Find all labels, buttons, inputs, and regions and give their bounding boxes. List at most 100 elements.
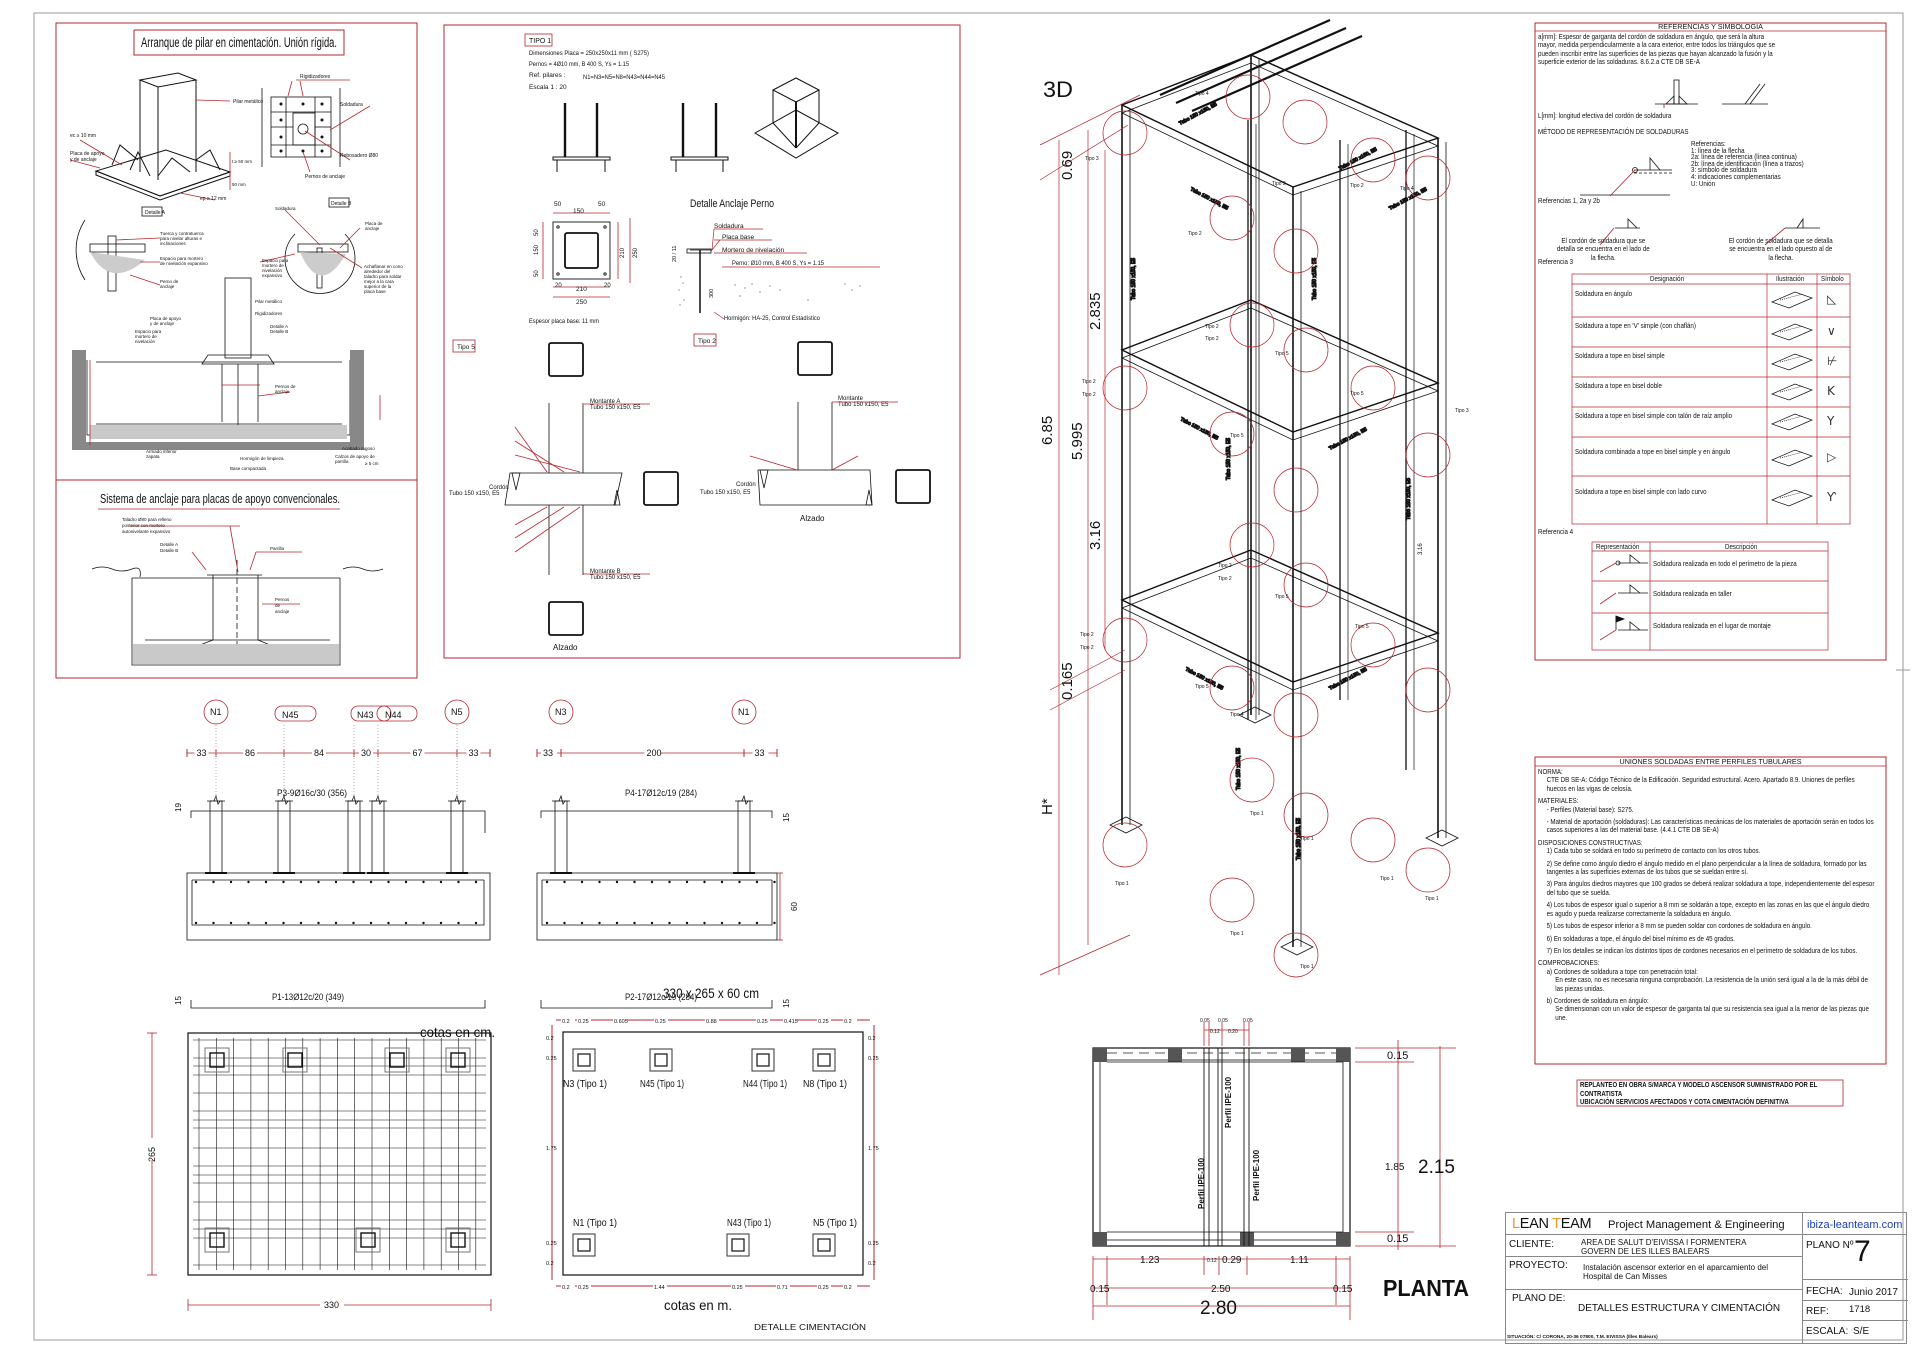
comprobacion-b-text: Se dimensionan con un valor de espesor d… [1555,1004,1869,1022]
svg-text:anclaje: anclaje [160,284,175,289]
plano-de-value: DETALLES ESTRUCTURA Y CIMENTACIÓN [1578,1303,1781,1314]
tipo-label: Tipo 2 [1218,576,1232,582]
plano-number: 7 [1854,1235,1871,1268]
svg-text:mejor a la cara: mejor a la cara [364,279,394,284]
units-cm: cotas en cm. [420,1024,495,1040]
detail-circle [1405,432,1451,478]
panel-anclaje-title: Sistema de anclaje para placas de apoyo … [100,491,340,506]
break-symbol [369,794,387,805]
svg-text:50 mm: 50 mm [232,182,246,187]
tipo-label: Tipo 5 [1350,391,1364,397]
rebar-dot [545,880,549,884]
proyecto-value: Instalación ascensor exterior en el apar… [1583,1263,1768,1281]
svg-text:210: 210 [620,247,626,258]
height-dim: 3.16 [1418,543,1424,555]
rebar-dot [457,880,460,884]
table3-designacion: Soldadura combinada a tope en bisel simp… [1575,447,1731,456]
website-link[interactable]: ibiza-leanteam.com [1807,1219,1903,1231]
table4-header-representacion: Representación [1596,542,1640,551]
tipo-label: Tipo 2 [1080,632,1094,638]
referencias-panel [1534,22,1887,661]
ref-item: 1: línea de la flecha [1691,145,1745,155]
proyecto-label: PROYECTO: [1509,1260,1568,1271]
node-label: N8 (Tipo 1) [803,1079,847,1090]
svg-text:Detalle A: Detalle A [145,210,166,216]
dim-bg [194,747,209,757]
svg-text:Pernos de anclaje: Pernos de anclaje [305,174,345,180]
svg-text:150: 150 [534,244,540,255]
frame-ring [1120,549,1440,683]
base-plate [1109,816,1143,834]
detail-circle [1405,667,1451,713]
panel-pilar-title: Arranque de pilar en cimentación. Unión … [141,35,337,50]
ref12-label: Referencias 1, 2a y 2b [1538,196,1600,205]
panel-arranque-pilar: Arranque de pilar en cimentación. Unión … [55,22,418,481]
detail-circle [1209,665,1255,711]
svg-text:de nivelación expansivo: de nivelación expansivo [160,261,208,266]
svg-text:250: 250 [576,299,587,306]
rebar-dot [457,921,460,925]
lado-opuesto: El cordón de soldadura que se detalla se… [1728,236,1833,262]
detail-circle [1229,522,1275,568]
notice-line: REPLANTEO EN OBRA S/MARCA Y MODELO ASCEN… [1580,1082,1818,1098]
weld-illustration [1771,383,1813,401]
svg-text:Alzado: Alzado [800,514,825,523]
rebar-dot [720,921,724,925]
dim-label: 0.605 [614,1019,628,1025]
table4-header-descripcion: Descripción [1725,542,1758,551]
planta-dim: 1.85 [1385,1162,1405,1173]
detail-circle [1273,932,1319,978]
column-section [817,1238,831,1252]
dim-bg [613,1016,627,1024]
disposiciones-heading: DISPOSICIONES CONSTRUCTIVAS: [1538,837,1643,847]
base-plate [572,1048,596,1072]
rebar-dot [194,921,198,925]
rebar-dot [369,880,373,884]
rebar-dot [264,880,268,884]
table3-header-designacion: Designación [1650,274,1685,283]
svg-text:Tubo 150 x150, E5: Tubo 150 x150, E5 [590,405,641,411]
rebar-dot [317,921,320,925]
detail-circle [1283,562,1329,608]
detail-circle [1350,817,1396,863]
plate-outline [445,1227,471,1253]
refs-heading: Referencias: [1691,139,1726,148]
svg-text:Parrilla: Parrilla [270,546,285,551]
svg-text:autonivelante expansivo: autonivelante expansivo [122,529,171,534]
tube-label: Tubo 150 x150, E5 [1406,478,1412,520]
base-plate [812,1048,836,1072]
tipo-label: Tipo 2 [1082,392,1096,398]
norma-heading: NORMA: [1538,767,1563,776]
weld-symbol-icon: ▷ [1827,450,1837,464]
dim-label: 84 [314,748,324,758]
metodo-heading: MÉTODO DE REPRESENTACIÓN DE SOLDADURAS [1538,127,1689,136]
svg-text:Tubo 150 x150, E5: Tubo 150 x150, E5 [700,490,751,496]
dim-label: 33 [543,748,553,758]
svg-text:taladro para soldar: taladro para soldar [364,274,402,279]
planta-dim: 0.29 [1222,1255,1242,1266]
svg-text:y de anclaje: y de anclaje [150,321,175,326]
table3-header-simbolo: Símbolo [1821,274,1844,283]
rebar-dot [247,880,250,884]
svg-text:Taladro Ø80 para relleno: Taladro Ø80 para relleno [122,517,172,522]
brand-eam: EAM [1560,1216,1592,1232]
svg-text:Tubo 150 x150, E5: Tubo 150 x150, E5 [590,575,641,581]
l-definition: L[mm]: longitud efectiva del cordón de s… [1538,111,1672,120]
column-section [287,1052,303,1068]
dim-ext [1039,934,1131,976]
cliente-line: GOVERN DE LES ILLES BALEARS [1581,1247,1710,1256]
brand-logo: LEAN TEAM [1512,1216,1592,1232]
planta-total-w: 2.80 [1200,1298,1237,1319]
rebar-dot [474,921,478,925]
weld-symbol-icon: ∨ [1827,324,1836,338]
disposicion-item: 6) En soldaduras a tope, el ángulo del b… [1546,933,1735,943]
svg-text:Rigidizadores: Rigidizadores [300,74,331,80]
detail-circle [1209,877,1255,923]
rebar-dot [264,921,268,925]
column [209,800,223,874]
comprobacion-a: a) Cordones de soldadura a tope con pene… [1546,966,1698,976]
side-dim: 15 [174,996,183,1005]
svg-text:≥ 5 cm: ≥ 5 cm [365,461,379,466]
fecha-label: FECHA: [1806,1286,1843,1297]
